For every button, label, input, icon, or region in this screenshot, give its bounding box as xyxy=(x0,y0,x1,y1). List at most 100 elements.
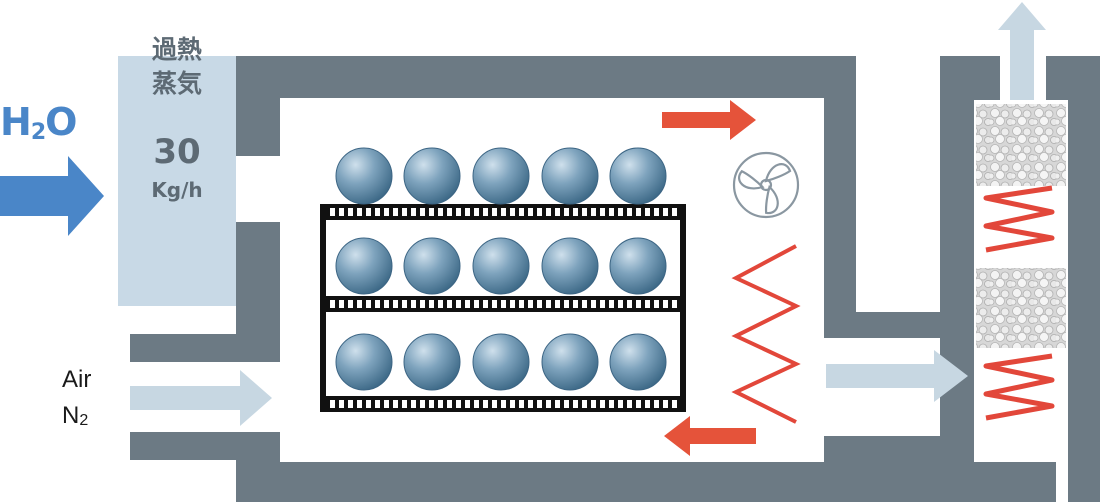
tray-slot xyxy=(582,208,587,216)
tray-slot xyxy=(402,400,407,408)
tray-slot xyxy=(420,208,425,216)
sample-ball xyxy=(541,147,599,205)
sample-ball xyxy=(335,333,393,391)
heater-coil-icon xyxy=(731,244,801,424)
tray-slot xyxy=(483,300,488,308)
tray-slot xyxy=(573,400,578,408)
sample-ball xyxy=(403,237,461,295)
furnace-wall xyxy=(130,56,1100,502)
tray-slot xyxy=(492,300,497,308)
tray-slot xyxy=(375,300,380,308)
tray-slot xyxy=(384,400,389,408)
tray-slot xyxy=(339,400,344,408)
tray-slot xyxy=(519,208,524,216)
tray-slot xyxy=(420,400,425,408)
tray-slot xyxy=(474,300,479,308)
tray-slot xyxy=(465,400,470,408)
tray-slot xyxy=(564,300,569,308)
sample-ball xyxy=(472,237,530,295)
sample-ball xyxy=(472,333,530,391)
tray-slot xyxy=(591,300,596,308)
tray-slot xyxy=(627,400,632,408)
tray-slot xyxy=(555,208,560,216)
tray-slot xyxy=(546,300,551,308)
tray-slot xyxy=(501,300,506,308)
tray-slot xyxy=(348,208,353,216)
tray-slot xyxy=(492,208,497,216)
sample-ball xyxy=(609,237,667,295)
air-inlet-arrow xyxy=(130,370,272,426)
tray-slot xyxy=(411,300,416,308)
tray-slot xyxy=(654,400,659,408)
tray-slot xyxy=(330,208,335,216)
tray-slot xyxy=(456,300,461,308)
tray-slot xyxy=(438,300,443,308)
tray-slot xyxy=(375,208,380,216)
tray-slot xyxy=(483,208,488,216)
tray-slot xyxy=(510,208,515,216)
tray-slot xyxy=(600,208,605,216)
tray-slot xyxy=(546,208,551,216)
air-label: Air xyxy=(62,366,92,393)
tray-slot xyxy=(366,208,371,216)
tray-slot xyxy=(483,400,488,408)
tray-slot xyxy=(357,400,362,408)
sample-ball xyxy=(609,147,667,205)
tray-slot xyxy=(366,400,371,408)
tray-slot xyxy=(384,300,389,308)
tray-slot xyxy=(573,300,578,308)
sample-balls xyxy=(335,147,667,391)
tray-slot xyxy=(528,300,533,308)
tray-slot xyxy=(465,208,470,216)
tray-slot xyxy=(420,300,425,308)
tray-slot xyxy=(456,208,461,216)
tray-slot xyxy=(663,208,668,216)
tower-heater-lower xyxy=(983,353,1055,421)
tray-slot xyxy=(672,400,677,408)
tray-slot xyxy=(609,400,614,408)
tray-slot xyxy=(375,400,380,408)
tray-slot xyxy=(438,208,443,216)
tray-slot xyxy=(537,400,542,408)
tray-slot xyxy=(600,400,605,408)
tray-slot xyxy=(366,300,371,308)
sample-ball xyxy=(403,333,461,391)
tray-slot xyxy=(501,208,506,216)
tray-slot xyxy=(645,400,650,408)
tray-slot xyxy=(555,400,560,408)
tray-slot xyxy=(672,300,677,308)
tray-slot xyxy=(627,300,632,308)
tray-slot xyxy=(618,400,623,408)
tray-slot xyxy=(555,300,560,308)
tray-slot xyxy=(393,208,398,216)
tray-slot xyxy=(663,400,668,408)
tray-slot xyxy=(357,208,362,216)
tray-slot xyxy=(519,400,524,408)
tray-slot xyxy=(636,300,641,308)
tray-slot xyxy=(618,208,623,216)
tray-slot xyxy=(456,400,461,408)
exhaust-transfer-arrow xyxy=(826,350,968,402)
tray-slot xyxy=(591,400,596,408)
tray-slot xyxy=(465,300,470,308)
tray-slot xyxy=(519,300,524,308)
tray-slot xyxy=(564,400,569,408)
tray-slot xyxy=(618,300,623,308)
fan-icon xyxy=(732,151,800,219)
circulation-arrow-left xyxy=(664,416,756,456)
sample-ball xyxy=(472,147,530,205)
catalyst-bed-lower xyxy=(976,268,1066,348)
tray-slot xyxy=(357,300,362,308)
tray-slot xyxy=(429,300,434,308)
tray-slot xyxy=(663,300,668,308)
tray-slot xyxy=(348,400,353,408)
tray-slot xyxy=(384,208,389,216)
tray-slot xyxy=(339,208,344,216)
tray-slot xyxy=(429,208,434,216)
sample-ball xyxy=(541,237,599,295)
tray-slot xyxy=(510,300,515,308)
tray-slot xyxy=(582,400,587,408)
tray-slot xyxy=(645,300,650,308)
sample-ball xyxy=(335,147,393,205)
tray-slot xyxy=(348,300,353,308)
